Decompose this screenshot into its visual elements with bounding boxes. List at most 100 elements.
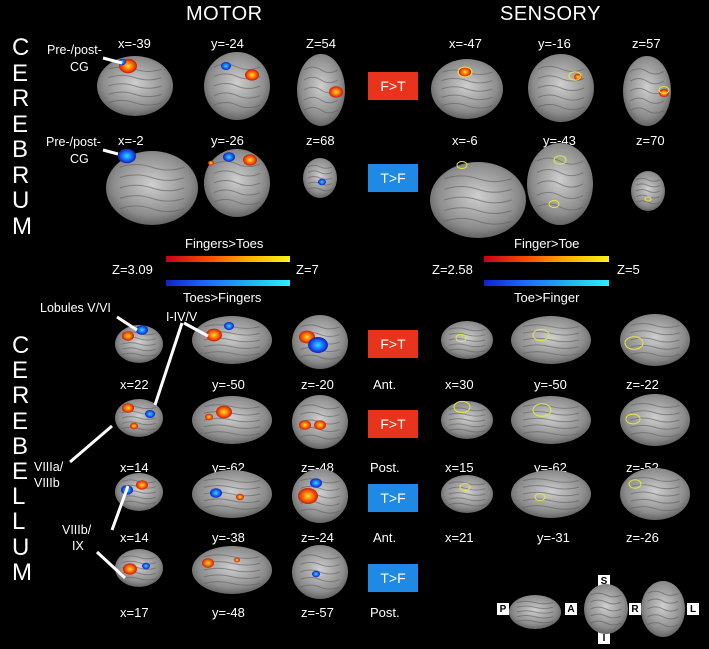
brain-fold	[630, 330, 680, 336]
activation-hot	[314, 420, 326, 430]
activation-hot	[245, 69, 259, 81]
brain-fold	[203, 431, 261, 436]
brain-fold	[448, 418, 486, 422]
colorbar-motor-warm	[166, 256, 290, 262]
brain-fold	[516, 610, 554, 614]
colorbar-sensory-max: Z=5	[617, 262, 640, 277]
activation-cold	[224, 322, 234, 330]
contrast-tag-t-gt-f: T>F	[368, 164, 418, 192]
annotation-line	[153, 322, 184, 406]
brain-fold	[303, 106, 339, 114]
orientation-anterior: A	[565, 603, 577, 615]
activation-hot	[216, 405, 232, 419]
sensory-outline	[568, 71, 582, 81]
orientation-left: L	[687, 603, 699, 615]
brain-fold	[537, 94, 585, 101]
brain-fold	[203, 478, 261, 483]
brain-fold	[203, 567, 261, 573]
brain-fold	[537, 103, 585, 111]
brain-fold	[119, 184, 185, 192]
contrast-tag-t-gt-f: T>F	[368, 564, 418, 592]
coord-label: x=21	[445, 530, 474, 545]
annotation-i-iv-v: I-IV/V	[166, 310, 198, 324]
sensory-header: SENSORY	[500, 3, 601, 25]
brain-fold	[203, 351, 261, 356]
activation-hot	[122, 403, 134, 413]
brain-fold	[122, 416, 156, 420]
orientation-inferior: I	[598, 632, 610, 644]
brain-fold	[630, 476, 680, 482]
colorbar-sensory-warm	[484, 256, 609, 262]
activation-hot	[122, 331, 134, 341]
coord-label: z=-22	[626, 377, 659, 392]
annotation-line	[183, 321, 209, 338]
orientation-posterior: P	[497, 603, 509, 615]
brain-fold	[444, 217, 512, 225]
brain-fold	[522, 431, 580, 436]
colorbar-motor-max: Z=7	[296, 262, 319, 277]
brain-fold	[537, 75, 585, 82]
brain-fold	[448, 343, 486, 348]
brain-fold	[522, 417, 580, 423]
brain-fold	[300, 411, 340, 417]
activation-cold	[142, 562, 150, 570]
annotation-viiib-ix: IX	[72, 539, 84, 553]
brain-fold	[448, 492, 486, 496]
side-letter: C	[12, 332, 30, 359]
annotation-line	[69, 424, 113, 464]
brain-fold	[536, 191, 584, 200]
brain-fold	[448, 423, 486, 428]
brain-fold	[300, 554, 340, 560]
brain-fold	[307, 176, 333, 180]
brain-fold	[307, 164, 333, 169]
coord-label: x=22	[120, 377, 149, 392]
annotation-viiib-ix: VIIIb/	[62, 523, 92, 537]
brain-fold	[444, 196, 512, 204]
brain-fold	[300, 434, 340, 440]
brain-fold	[300, 354, 340, 360]
sensory-outline	[455, 334, 467, 342]
brain-fold	[536, 180, 584, 188]
brain-fold	[213, 82, 261, 90]
brain-fold	[516, 614, 554, 619]
brain-fold	[448, 327, 486, 332]
brain-fold	[516, 605, 554, 610]
brain-fold	[647, 622, 679, 628]
brain-fold	[444, 186, 512, 193]
brain-fold	[441, 86, 493, 92]
brain-fold	[119, 174, 185, 181]
brain-fold	[108, 74, 162, 81]
activation-hot	[243, 154, 257, 166]
brain-fold	[122, 500, 156, 505]
contrast-tag-t-gt-f: T>F	[368, 484, 418, 512]
brain-fold	[300, 584, 340, 590]
brain-fold	[122, 421, 156, 426]
lobe-label: Ant.	[373, 530, 397, 545]
colorbar-sensory-top-label: Finger>Toe	[514, 236, 580, 251]
activation-hot	[234, 557, 240, 563]
side-letter: R	[12, 382, 30, 410]
side-letter: E	[12, 357, 29, 385]
brain-fold	[522, 344, 580, 350]
sensory-outline	[532, 328, 550, 342]
coord-label: x=-6	[452, 133, 478, 148]
orientation-right: R	[629, 603, 641, 615]
brain-fold	[590, 613, 622, 619]
coord-label: y=-48	[212, 605, 245, 620]
brain-fold	[108, 100, 162, 106]
brain-fold	[122, 426, 156, 431]
brain-fold	[635, 200, 661, 205]
brain-fold	[213, 189, 261, 196]
brain-fold	[213, 160, 261, 168]
side-letter: L	[12, 483, 26, 511]
brain-fold	[522, 351, 580, 356]
side-letter: U	[12, 533, 30, 561]
motor-header: MOTOR	[186, 3, 263, 25]
side-letter: E	[12, 59, 29, 87]
brain-fold	[448, 338, 486, 342]
brain-fold	[213, 63, 261, 71]
brain-fold	[635, 189, 661, 193]
activation-hot	[298, 488, 318, 504]
orientation-superior: S	[598, 575, 610, 587]
